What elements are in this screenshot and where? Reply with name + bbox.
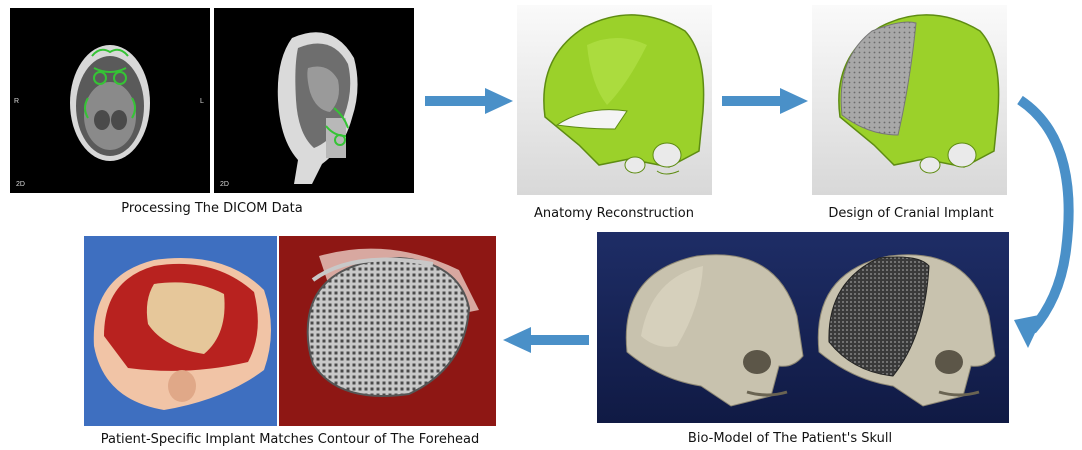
- surgery-photo-exposed: [84, 236, 277, 426]
- anatomy-caption: Anatomy Reconstruction: [534, 206, 694, 221]
- arrow-right-icon: [722, 88, 810, 114]
- svg-text:L: L: [200, 98, 204, 105]
- biomodel-caption: Bio-Model of The Patient's Skull: [688, 431, 892, 446]
- arrow-left-icon: [503, 327, 589, 353]
- svg-text:2D: 2D: [16, 181, 25, 188]
- implant-design-render: [812, 5, 1007, 195]
- design-caption: Design of Cranial Implant: [828, 206, 993, 221]
- dicom-axial-scan: 2D R L: [10, 8, 210, 193]
- biomodel-photo: [597, 232, 1009, 423]
- svg-text:2D: 2D: [220, 181, 229, 188]
- arrow-right-icon: [425, 88, 515, 114]
- surgery-caption: Patient-Specific Implant Matches Contour…: [101, 432, 480, 447]
- svg-text:R: R: [14, 98, 19, 105]
- curved-arrow-down-icon: [1010, 92, 1082, 354]
- anatomy-reconstruction-render: [517, 5, 712, 195]
- dicom-caption: Processing The DICOM Data: [121, 201, 302, 216]
- dicom-sagittal-scan: 2D: [214, 8, 414, 193]
- surgery-photo-implant: [279, 236, 496, 426]
